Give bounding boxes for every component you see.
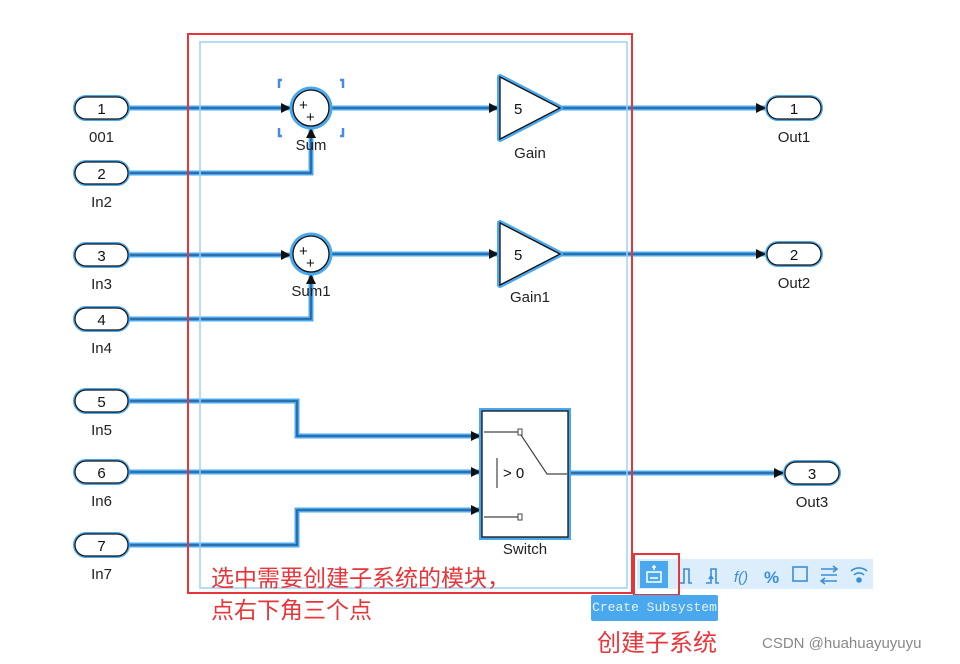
port-number: 2: [790, 247, 798, 264]
signal-line[interactable]: [128, 128, 316, 174]
port-number: 4: [97, 312, 105, 329]
gain1-label: Gain1: [510, 289, 550, 306]
svg-text:+: +: [299, 97, 308, 114]
signal-line[interactable]: [128, 400, 481, 441]
port-number: 7: [97, 538, 105, 555]
port-label: In5: [91, 422, 112, 439]
gain-label: Gain: [514, 145, 546, 162]
create-subsystem-icon: [646, 565, 662, 583]
selection-handles: [277, 78, 345, 138]
port-label: Out2: [778, 275, 811, 292]
create-subsystem-tooltip: Create Subsystem: [591, 595, 718, 621]
svg-text:+: +: [299, 243, 308, 260]
selection-area: [199, 41, 628, 589]
annotation-line2: 点右下角三个点: [211, 598, 372, 624]
sum1-label: Sum1: [291, 283, 330, 300]
port-label: In3: [91, 276, 112, 293]
port-label: 001: [89, 129, 114, 146]
signal-line[interactable]: [128, 505, 481, 546]
port-label: In4: [91, 340, 112, 357]
annotation-line1: 选中需要创建子系统的模块，: [211, 566, 510, 592]
port-number: 5: [97, 394, 105, 411]
port-label: In7: [91, 566, 112, 583]
function-icon[interactable]: f(): [734, 569, 748, 586]
sum1-block[interactable]: ++ Sum1: [289, 232, 333, 300]
port-number: 1: [97, 101, 105, 118]
rising-edge-icon[interactable]: [706, 568, 719, 584]
sum-block[interactable]: ++ Sum: [277, 78, 345, 154]
port-number: 1: [790, 101, 798, 118]
port-label: Out1: [778, 129, 811, 146]
gain1-block[interactable]: 5 Gain1: [497, 220, 563, 306]
svg-text:5: 5: [514, 101, 522, 118]
signal-icon[interactable]: [850, 567, 868, 583]
step-icon[interactable]: [680, 568, 692, 584]
inport-port-1[interactable]: 1 001: [73, 95, 130, 146]
annotation-box: [187, 33, 633, 594]
annotation-create: 创建子系统: [597, 629, 717, 657]
switch-label: Switch: [503, 541, 547, 558]
svg-text:> 0: > 0: [503, 465, 524, 482]
switch-block[interactable]: > 0 Switch: [479, 408, 571, 558]
square-icon[interactable]: [792, 566, 808, 582]
sum-label: Sum: [296, 137, 327, 154]
port-label: Out3: [796, 494, 829, 511]
port-number: 6: [97, 465, 105, 482]
svg-text:+: +: [306, 255, 315, 272]
port-number: 2: [97, 166, 105, 183]
port-number: 3: [808, 466, 816, 483]
port-number: 3: [97, 248, 105, 265]
svg-text:5: 5: [514, 247, 522, 264]
gain-block[interactable]: 5 Gain: [497, 74, 563, 162]
port-label: In2: [91, 194, 112, 211]
watermark: CSDN @huahuayuyuyu: [762, 635, 922, 652]
signal-lines[interactable]: [128, 103, 784, 548]
svg-text:+: +: [306, 109, 315, 126]
port-label: In6: [91, 493, 112, 510]
quick-action-toolbar: f() %: [633, 553, 873, 596]
arrows-icon[interactable]: [819, 565, 839, 585]
signal-line[interactable]: [128, 274, 316, 320]
percent-icon[interactable]: %: [764, 568, 779, 587]
